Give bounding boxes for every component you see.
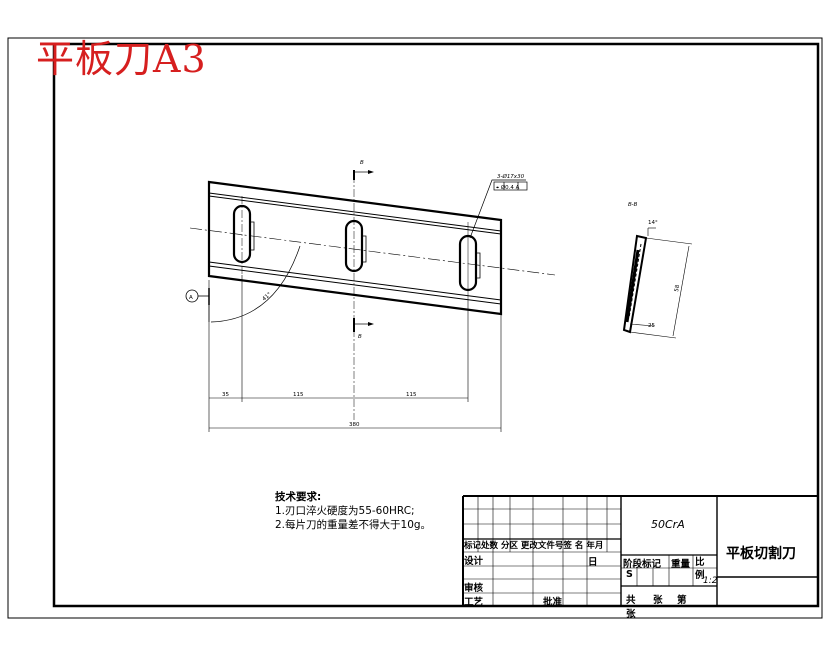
- scale-label: 比例: [695, 557, 705, 581]
- sheet-num: 第: [677, 595, 687, 606]
- title-block: [462, 495, 818, 606]
- dim-section-angle: 14°: [648, 220, 658, 226]
- sheet-label: 张: [653, 595, 663, 606]
- sheet-num-unit: 张: [626, 609, 636, 620]
- dim-spacing-2: 115: [406, 392, 417, 398]
- notes-heading: 技术要求:: [275, 491, 322, 503]
- stage-mark-s: S: [626, 569, 633, 580]
- note-item-2: 2.每片刀的重量差不得大于10g。: [275, 519, 432, 531]
- blade-front-view: [185, 170, 556, 420]
- dimension-lines: [208, 275, 502, 432]
- section-label-top: B: [360, 160, 364, 166]
- note-item-1: 1.刃口淬火硬度为55-60HRC;: [275, 505, 415, 517]
- section-label-bottom: B: [358, 334, 362, 340]
- angle-label: 41°: [261, 292, 273, 303]
- section-view-b-b: [622, 227, 693, 339]
- revision-header: 标记处数 分区 更改文件号签 名 年月: [464, 541, 604, 551]
- date-char: 日: [588, 557, 598, 568]
- designer-label: 设计: [464, 556, 484, 567]
- outer-frame: [7, 37, 823, 619]
- checker-label: 审核: [464, 583, 484, 594]
- stage-mark-label: 阶段标记: [623, 559, 662, 570]
- approval-label: 批准: [543, 597, 563, 608]
- part-name: 平板切割刀: [726, 546, 796, 562]
- slot-callout: 3-Ø17x30: [497, 173, 525, 180]
- angle-arc: [210, 245, 301, 323]
- datum-label: A: [189, 295, 193, 301]
- dim-section-bottom: 25: [648, 323, 655, 329]
- process-label: 工艺: [464, 597, 484, 608]
- dim-left-offset: 35: [222, 392, 229, 398]
- material-value: 50CrA: [651, 518, 685, 531]
- drawing-header-title: 平板刀A3: [36, 37, 207, 81]
- inner-frame: [52, 42, 820, 608]
- technical-requirements: 技术要求: 1.刃口淬火硬度为55-60HRC; 2.每片刀的重量差不得大于10…: [275, 490, 431, 532]
- dim-spacing-1: 115: [293, 392, 304, 398]
- scale-value: 1:2: [703, 576, 718, 586]
- sheet-total: 共: [626, 595, 636, 606]
- dim-overall-length: 380: [349, 422, 360, 428]
- dim-section-width: 58: [674, 284, 681, 292]
- section-view-title: B-B: [628, 202, 638, 208]
- weight-label: 重量: [671, 559, 691, 570]
- position-tolerance: ⌖ Ø0.4 A: [496, 184, 520, 191]
